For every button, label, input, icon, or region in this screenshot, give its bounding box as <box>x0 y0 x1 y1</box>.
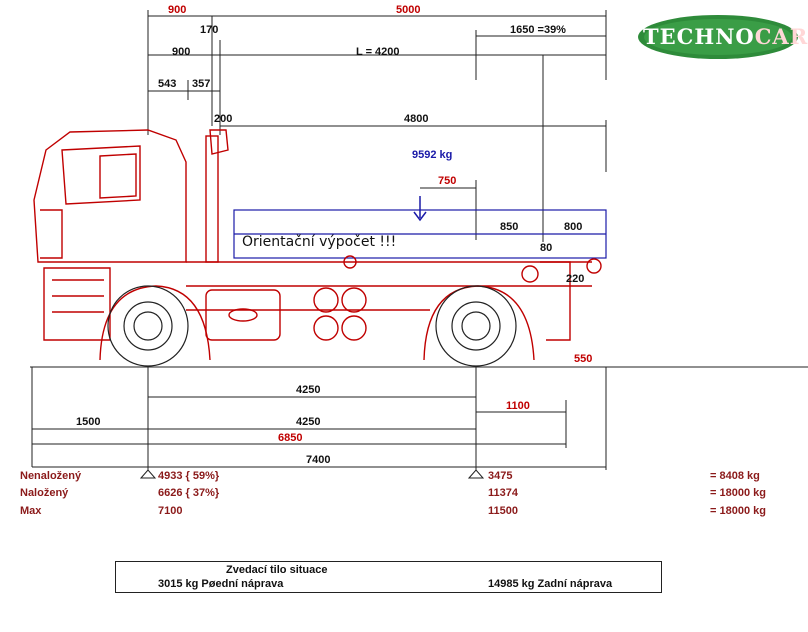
dim-850: 850 <box>500 221 519 233</box>
dim-750: 750 <box>438 175 457 187</box>
technocar-logo <box>638 15 798 59</box>
summary-rear-axle: 14985 kg Zadní náprava <box>488 578 613 590</box>
summary-title: Zvedací tilo situace <box>226 564 328 576</box>
dim-6850: 6850 <box>278 432 303 444</box>
dim-cab-overhang: 900 <box>168 4 187 16</box>
dim-1100: 1100 <box>506 400 530 412</box>
dim-1500: 1500 <box>76 416 101 428</box>
dim-800: 800 <box>564 221 583 233</box>
wheels <box>107 285 517 367</box>
dim-543: 543 <box>158 78 177 90</box>
load-label: Nenaložený <box>20 470 82 482</box>
orientation-note: Orientační výpočet !!! <box>242 234 397 250</box>
load-rear: 11500 <box>488 505 518 517</box>
summary-front-axle: 3015 kg Pøední náprava <box>158 578 284 590</box>
dim-wheelbase: 5000 <box>396 4 421 16</box>
load-total: = 18000 kg <box>710 505 766 517</box>
logo-text: TECHNOCAR <box>643 24 808 49</box>
dim-4250-b: 4250 <box>296 416 321 428</box>
dim-357: 357 <box>192 78 211 90</box>
dim-length-L: L = 4200 <box>356 46 400 58</box>
dim-4250-a: 4250 <box>296 384 321 396</box>
load-label: Max <box>20 505 42 517</box>
front-wheel <box>107 285 189 367</box>
summary-box <box>115 561 662 593</box>
dim-550: 550 <box>574 353 593 365</box>
payload-weight: 9592 kg <box>412 149 453 161</box>
load-rear: 11374 <box>488 487 518 499</box>
load-total: = 8408 kg <box>710 470 760 482</box>
load-total: = 18000 kg <box>710 487 766 499</box>
load-front: 4933 { 59%} <box>158 470 220 482</box>
load-rear: 3475 <box>488 470 513 482</box>
hook-body <box>233 209 607 259</box>
axle-markers <box>139 469 485 479</box>
payload-arrow <box>413 196 427 222</box>
dim-80: 80 <box>540 242 553 254</box>
dim-7400: 7400 <box>306 454 331 466</box>
dim-rear-pct: 1650 =39% <box>510 24 566 36</box>
dim-4800: 4800 <box>404 113 429 125</box>
dim-220: 220 <box>566 273 585 285</box>
dimension-lines <box>30 10 808 470</box>
load-front: 6626 { 37%} <box>158 487 220 499</box>
dim-170: 170 <box>200 24 219 36</box>
rear-wheel <box>435 285 517 367</box>
dim-900: 900 <box>172 46 191 58</box>
dim-200: 200 <box>214 113 233 125</box>
load-front: 7100 <box>158 505 183 517</box>
load-label: Naložený <box>20 487 69 499</box>
